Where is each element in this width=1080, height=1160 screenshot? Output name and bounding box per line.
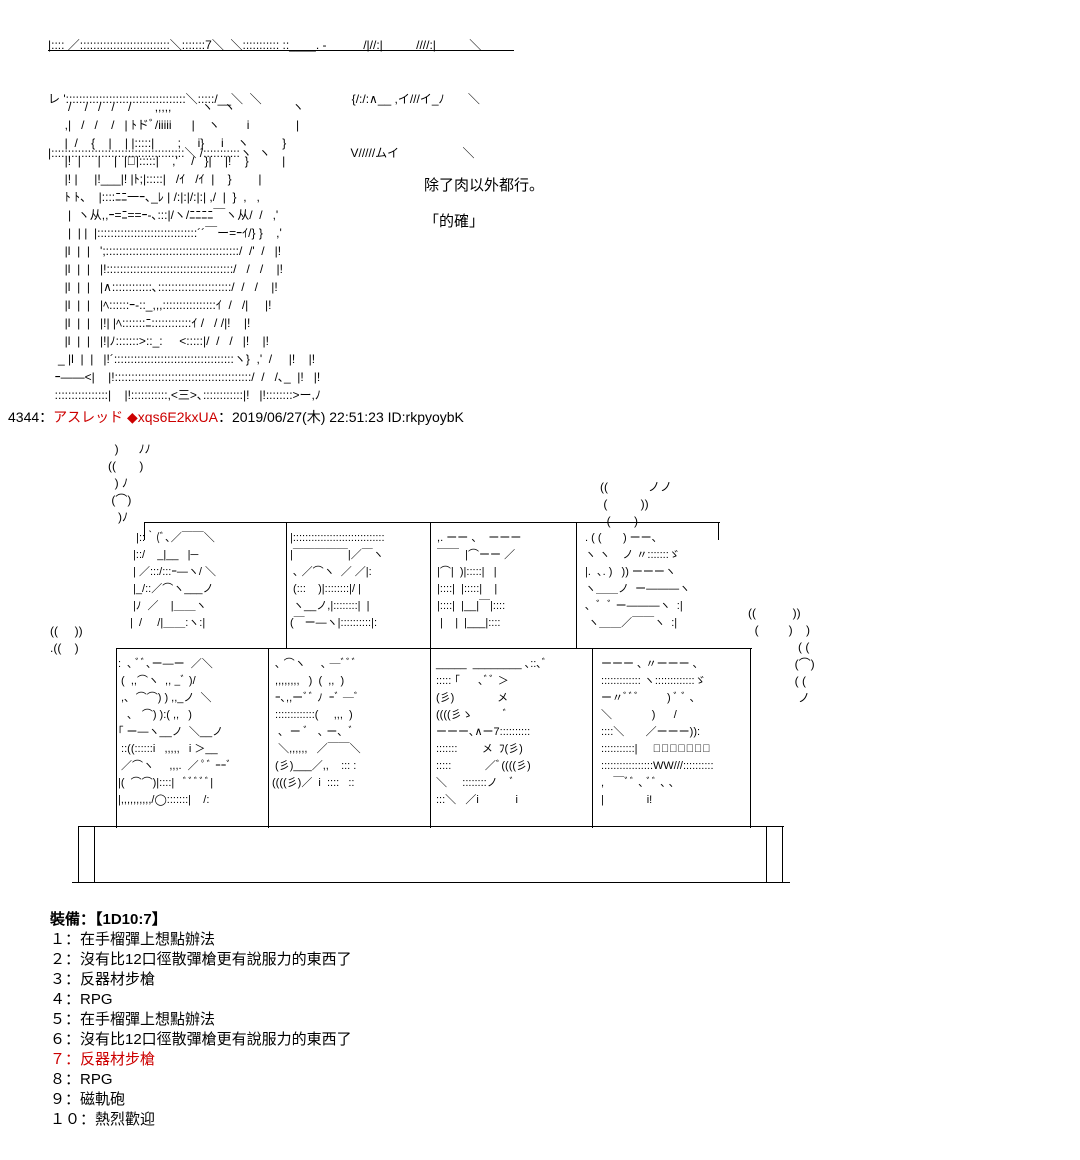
steam-line: ( (: [748, 674, 807, 688]
face-art-line: ﾄ ﾄ、 |::::ﾆﾆ一ｰ､_ﾚ | /:|:|/:|:| ,/ | } , …: [48, 190, 260, 204]
face-art-line: |! | | | |ﾞ|:::::| ,' / }| |! } |: [48, 154, 286, 168]
steam-right: (( ノノ ( )) ( ): [600, 478, 672, 529]
shelf-goods-bottom-2: ､ ⌒ヽ ､ ─ﾞﾞﾞ ,,,,,,,, ) ( ,, ) ｰ､,,ーﾞﾞ ﾉ …: [272, 658, 361, 789]
steam-line: ) ﾉﾉ: [48, 442, 151, 456]
steam-line: ( ) ): [748, 623, 810, 637]
equipment-item: １：在手榴彈上想點辦法: [50, 931, 216, 948]
face-art-line: ,| / / / | ﾄドﾞ/iiiii | ヽ i |: [48, 118, 300, 132]
face-art-line: | / { | | |:::::| ; i} i ヽ }: [48, 136, 287, 150]
face-art-line: |l | | |∧::::::::::::､::::::::::::::::::…: [48, 280, 278, 294]
steam-line: ノ: [748, 691, 811, 705]
face-art-line: _ |l | | |!´::::::::::::::::::::::::::::…: [48, 352, 316, 366]
equipment-item: ２：沒有比12口徑散彈槍更有說服力的東西了: [50, 951, 352, 968]
counter-leg: [78, 826, 79, 882]
steam-line: (( )): [748, 606, 801, 620]
face-art-line: |l | | |!|ﾉ:::::::>::_: <:::::|/ / / |! …: [48, 334, 269, 348]
shelf-goods-top-1: |::｀(ﾞ､／￣￣＼ |::/ _|__ |─ | ／:::/:::ｰ―ヽ/ …: [130, 532, 216, 629]
shelf-post: [116, 648, 117, 828]
shelf-goods-bottom-3: _____ ________ ､::､ﾞ ::::: ｢ ､ﾞﾞ ＞ (彡) メ…: [436, 658, 548, 806]
steam-line: ( ): [600, 514, 638, 528]
poster-name[interactable]: アスレッド ◆xqs6E2kxUA: [53, 409, 218, 425]
equipment-item: ４：RPG: [50, 991, 113, 1008]
shelf-goods-top-4: . ( ( ) ーー、 ヽ ヽ ノ 〃:::::::ゞ |. ､. ) )) ー…: [585, 532, 691, 629]
top-art-line: レ '::::::::::::::::::::::::::::::::::::＼…: [48, 92, 480, 106]
speech-line: 「的確」: [424, 213, 485, 230]
counter-leg: [94, 826, 95, 882]
face-art-line: ::::::::::::::::| |!:::::::::::,<三>､::::…: [48, 388, 321, 402]
face-art-line: / / / / / ,,,,, ヽ ヽ ヽ: [48, 100, 305, 114]
post-header: 4344：アスレッド ◆xqs6E2kxUA：2019/06/27(木) 22:…: [8, 407, 464, 427]
shelf-post: [144, 522, 145, 540]
shelf-goods-top-3: ,. ーー 、 ーーー ￣￣ |⌒ーー ／ |⌒| )|:::::| | |::…: [437, 532, 522, 629]
face-art-line: |l | | |!:::::::::::::::::::::::::::::::…: [48, 262, 283, 276]
steam-line: (⌒): [48, 493, 132, 507]
shelf-divider: [286, 522, 287, 648]
equipment-title: 裝備：【1D10:7】: [50, 911, 167, 928]
shelf-post: [750, 648, 751, 828]
shelf-top-edge: [144, 522, 720, 523]
shelf-divider: [268, 648, 269, 828]
equipment-roll: 裝備：【1D10:7】 １：在手榴彈上想點辦法 ２：沒有比12口徑散彈槍更有說服力…: [50, 910, 352, 1130]
top-art-line: |:::::::::::::::::::::::::::::::::::::::…: [48, 146, 475, 160]
face-art-line: |! | |!___|! |ﾄ;|:::::| /ｲ /ｲ | } |: [48, 172, 262, 186]
post-number: 4344: [8, 409, 40, 425]
equipment-item: ３：反器材步槍: [50, 971, 156, 988]
shelf-goods-top-2: |:::::::::::::::::::::::::::::: |￣￣￣￣￣|／…: [290, 532, 385, 629]
top-art-line: |:::: ／:::::::::::::::::::::::::::＼:::::…: [48, 38, 482, 52]
shelf-divider: [430, 648, 431, 828]
divider-line: [48, 50, 514, 51]
speech-line: 除了肉以外都行。: [424, 177, 545, 194]
steam-line: (( ノノ: [600, 480, 673, 494]
top-ascii-art: |:::: ／:::::::::::::::::::::::::::＼:::::…: [48, 0, 481, 180]
post-separator: ：: [39, 409, 54, 425]
face-art-line: | | | |::::::::::::::::::::::::::::::´´￣…: [48, 226, 282, 240]
equipment-item: ７：反器材步槍: [50, 1051, 156, 1068]
steam-line: ( (: [748, 640, 810, 654]
steam-left: ) ﾉﾉ (( ) ) ﾉ (⌒) )ﾉ: [48, 440, 151, 525]
equipment-item: ６：沒有比12口徑散彈槍更有說服力的東西了: [50, 1031, 352, 1048]
face-art-line: |l | | |ﾍ::::::ｰ-::_,,,::::::::::::::::ｲ…: [48, 298, 272, 312]
face-art-line: |l | | ';:::::::::::::::::::::::::::::::…: [48, 244, 282, 258]
steam-line: (( )): [50, 624, 83, 638]
steam-line: .(( ): [50, 641, 79, 655]
face-art-line: |l | | |!| |ﾍ:::::::ﾆ::::::::::::ｲ / / /…: [48, 316, 251, 330]
shelf-divider: [430, 522, 431, 648]
steam-far-left: (( )) .(( ): [50, 622, 83, 656]
shelf-divider: [592, 648, 593, 828]
shelf-post: [718, 522, 719, 540]
shelf-goods-bottom-1: : ､ ﾞﾞ､ー―ー ／＼ ( ,,⌒ヽ ,, _ﾞ )/ ,､ ⌒⌒) ) ,…: [118, 658, 232, 806]
shelf-goods-bottom-4: ーーー ､ 〃ーーー ､ ::::::::::::: ヽ::::::::::::…: [601, 658, 714, 806]
steam-line: ( )): [600, 497, 649, 511]
counter-base: [72, 882, 790, 883]
equipment-item: ５：在手榴彈上想點辦法: [50, 1011, 216, 1028]
steam-line: (⌒): [748, 657, 815, 671]
equipment-item: ８：RPG: [50, 1071, 113, 1088]
counter-leg: [766, 826, 767, 882]
equipment-item: ９：磁軌砲: [50, 1091, 126, 1108]
character-ascii-art: / / / / / ,,,,, ヽ ヽ ヽ ,| / / / | ﾄドﾞ/iii…: [48, 80, 321, 404]
equipment-list: １：在手榴彈上想點辦法 ２：沒有比12口徑散彈槍更有說服力的東西了 ３：反器材步槍 ４…: [50, 930, 352, 1130]
shelf-middle-edge: [116, 648, 752, 649]
counter-top: [78, 826, 784, 827]
steam-far-right: (( )) ( ) ) ( ( (⌒) ( ( ノ: [748, 604, 815, 706]
face-art-line: ｰ――<| |!::::::::::::::::::::::::::::::::…: [48, 370, 321, 384]
post-date-id: ：2019/06/27(木) 22:51:23 ID:rkpyoybK: [217, 409, 464, 425]
shelf-divider: [576, 522, 577, 648]
steam-line: )ﾉ: [48, 510, 129, 524]
face-art-line: | ヽ从,,ｰ=ﾆ==ｰ-､:::|/ヽ/ﾆﾆﾆﾆ￣ヽ从/ / ,': [48, 208, 279, 222]
counter-leg: [782, 826, 783, 882]
steam-line: (( ): [48, 459, 144, 473]
equipment-item: １０：熱烈歡迎: [50, 1111, 156, 1128]
steam-line: ) ﾉ: [48, 476, 129, 490]
